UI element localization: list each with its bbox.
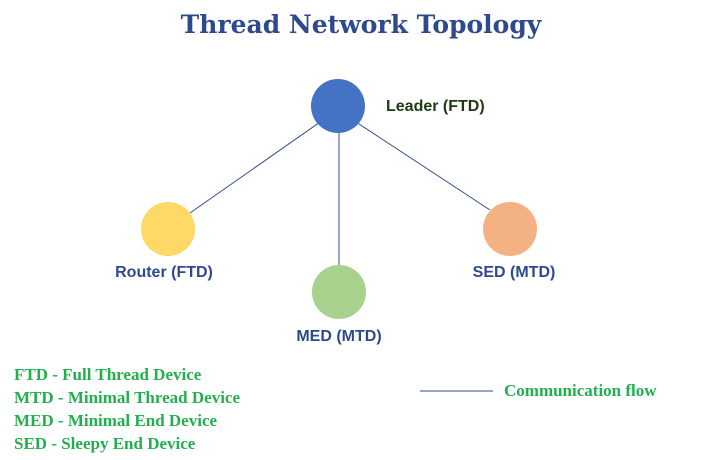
node-med <box>312 265 366 319</box>
abbreviation-legend: FTD - Full Thread Device MTD - Minimal T… <box>14 365 240 453</box>
nodes <box>141 79 537 319</box>
diagram-title: Thread Network Topology <box>181 10 543 39</box>
edge-leader-router <box>189 119 324 214</box>
node-sed <box>483 202 537 256</box>
legend-ftd: FTD - Full Thread Device <box>14 365 202 384</box>
legend-sed: SED - Sleepy End Device <box>14 434 196 453</box>
node-label-sed: SED (MTD) <box>473 264 556 281</box>
line-legend: Communication flow <box>420 381 657 400</box>
legend-mtd: MTD - Minimal Thread Device <box>14 388 240 407</box>
legend-communication-flow: Communication flow <box>504 381 657 400</box>
node-label-leader: Leader (FTD) <box>386 98 485 115</box>
edge-leader-sed <box>355 121 491 211</box>
node-leader <box>311 79 365 133</box>
edges <box>189 119 491 266</box>
node-label-med: MED (MTD) <box>296 328 381 345</box>
legend-med: MED - Minimal End Device <box>14 411 217 430</box>
node-label-router: Router (FTD) <box>115 264 213 281</box>
node-router <box>141 202 195 256</box>
